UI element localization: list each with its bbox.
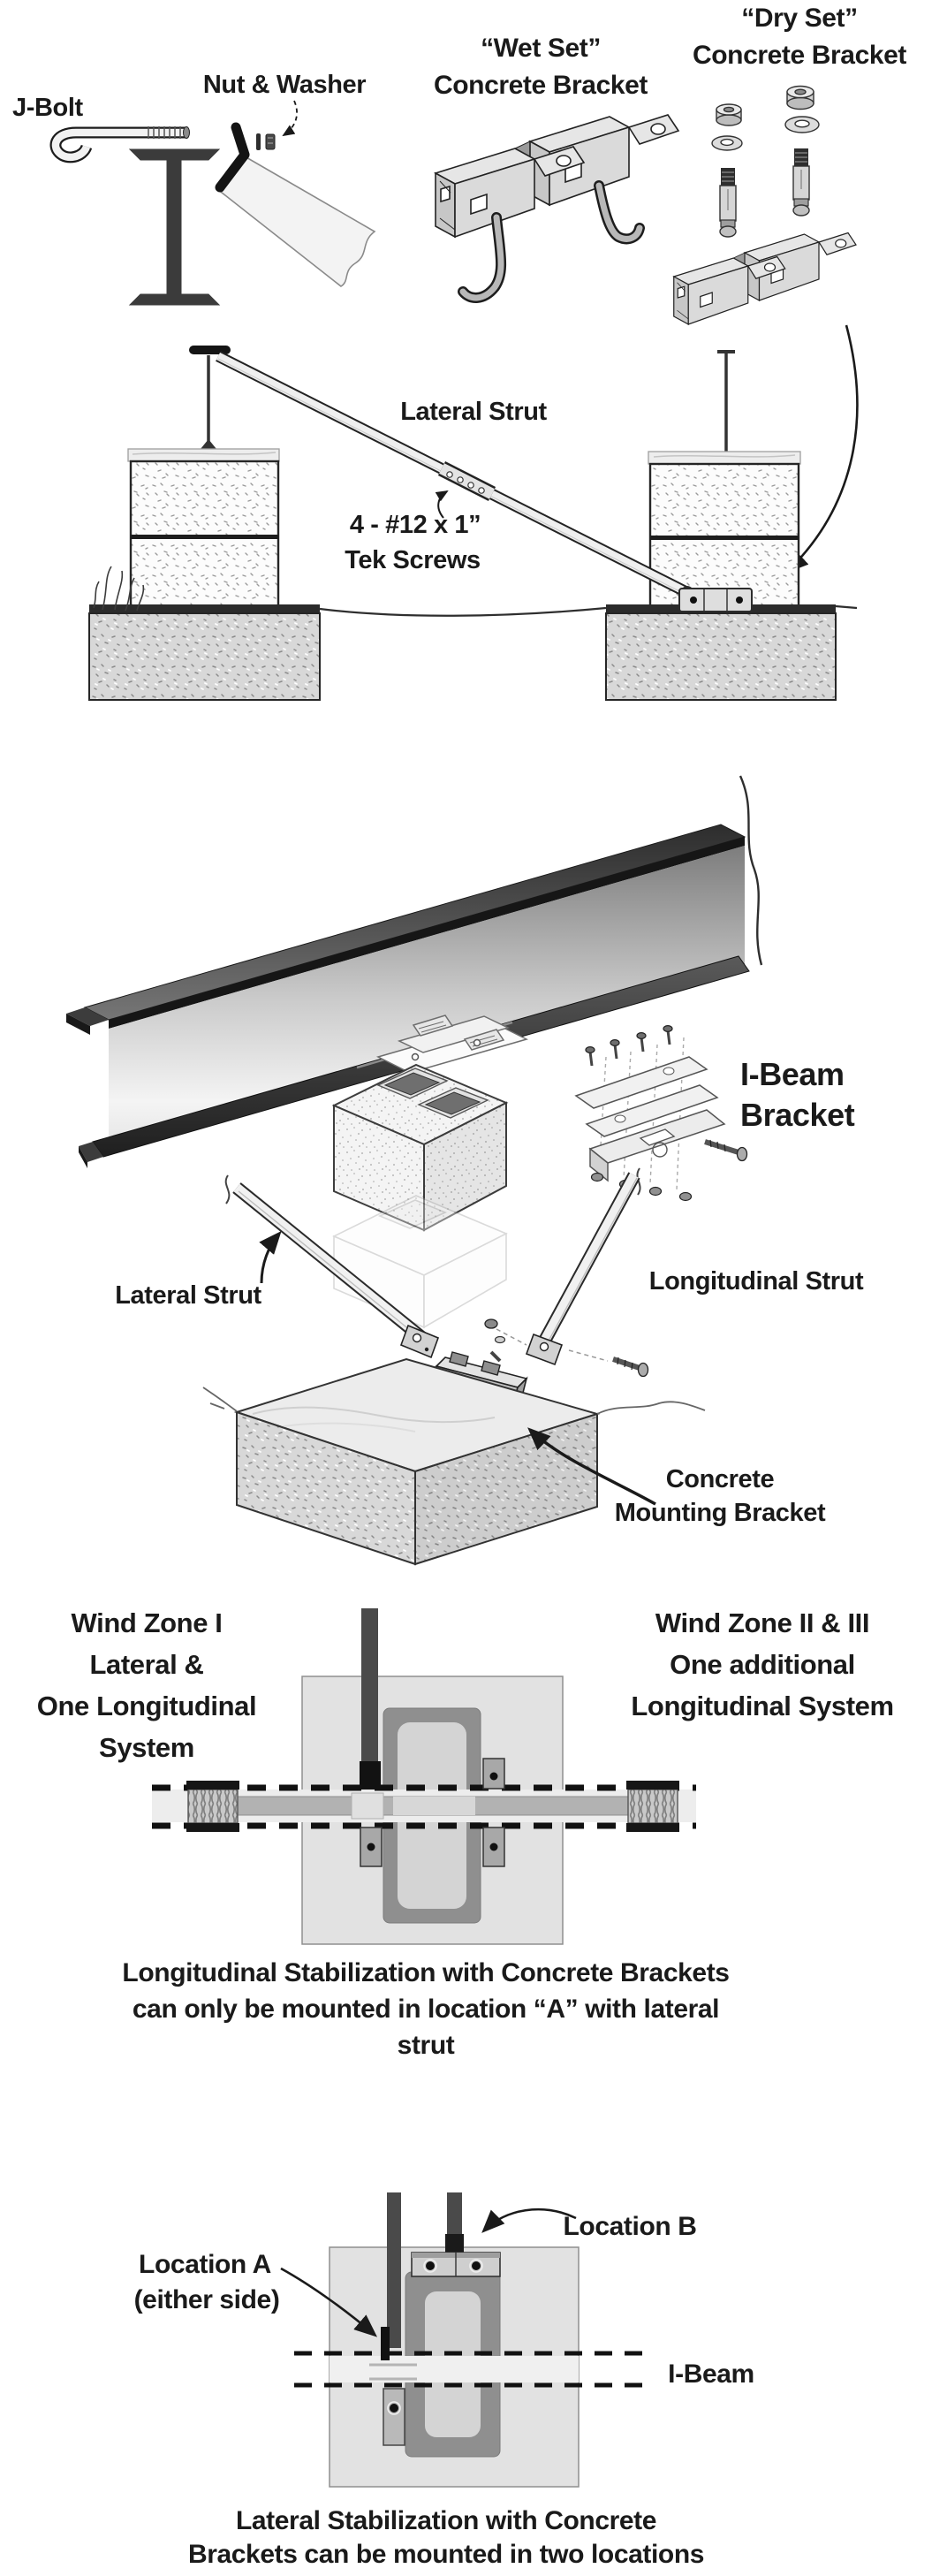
dry-set-label-line1: “Dry Set” <box>741 4 858 33</box>
wet-set-bracket-illustration <box>458 180 645 303</box>
concrete-mounting-bracket-label-line2: Mounting Bracket <box>614 1499 826 1527</box>
exploded-ibeam-bracket <box>574 1024 748 1202</box>
right-pier <box>648 350 801 613</box>
wind-zone-right-line1: Wind Zone II & III <box>655 1607 870 1638</box>
dry-set-bracket <box>673 232 857 325</box>
vertical-strut-plan <box>361 1608 378 1790</box>
ibeam-bracket-label-line2: Bracket <box>740 1097 855 1133</box>
longitudinal-caption-line2: can only be mounted in location “A” with… <box>132 1995 720 2024</box>
ground-line <box>319 606 607 617</box>
wind-zone-right-line2: One additional <box>670 1649 855 1680</box>
ghost-block-reflection <box>332 1195 508 1329</box>
dry-set-leader-arrow <box>785 324 859 574</box>
wet-set-label-line1: “Wet Set” <box>481 34 601 63</box>
threaded-strut-end-right <box>626 1781 679 1832</box>
installed-ibeam-bracket <box>356 1014 529 1074</box>
bolt-brackets <box>360 1758 505 1867</box>
wind-zone-left-line3: One Longitudinal <box>36 1691 257 1721</box>
hex-nut <box>716 103 742 126</box>
right-footing <box>605 604 837 701</box>
longitudinal-strut-label: Longitudinal Strut <box>648 1267 864 1296</box>
screws <box>585 1024 673 1067</box>
wedge-anchor-bolt <box>792 148 810 217</box>
location-b-bracket-plate <box>411 2252 501 2277</box>
ibeam-assembly-diagram <box>66 775 763 1566</box>
j-bolt-illustration <box>49 126 190 163</box>
lateral-strut-leader-arrow <box>259 1230 282 1284</box>
tek-screws-leader-arrow <box>435 490 449 519</box>
hex-nut <box>786 85 814 110</box>
grass-tufts <box>93 566 145 612</box>
wind-zone-left-line2: Lateral & <box>89 1649 204 1680</box>
beam-flange-ticks <box>369 2363 417 2381</box>
concrete-footing-3d <box>202 1357 706 1566</box>
nut-washer-label: Nut & Washer <box>202 71 367 99</box>
lateral-strut-label-elevation: Lateral Strut <box>400 398 547 426</box>
nut-washer-leader-arrow <box>282 100 298 137</box>
cinder-block <box>331 1063 509 1232</box>
lateral-strut-plan <box>387 2192 401 2348</box>
longitudinal-caption-line3: strut <box>397 2031 455 2060</box>
j-bolt-label: J-Bolt <box>12 94 83 122</box>
wind-zone-right-line3: Longitudinal System <box>631 1691 894 1721</box>
dry-set-label-line2: Concrete Bracket <box>692 41 907 70</box>
lateral-strut-3d <box>224 1174 440 1359</box>
washer <box>784 116 820 133</box>
concrete-mounting-bracket-label-line1: Concrete <box>665 1465 775 1493</box>
base-mounting-bracket <box>678 586 753 612</box>
concrete-bracket-pair <box>433 114 680 239</box>
washer <box>711 135 743 151</box>
wall-strut-with-nut-washer <box>215 100 376 287</box>
tek-screws-label-line1: 4 - #12 x 1” <box>349 511 481 539</box>
longitudinal-strut-3d <box>525 1167 641 1366</box>
longitudinal-plan-diagram <box>152 1608 696 1945</box>
location-a-bracket <box>360 1761 381 1790</box>
location-a-bracket <box>381 2327 390 2360</box>
beam-dashed-lines <box>152 1784 696 1829</box>
ibeam-label-plan: I-Beam <box>668 2359 754 2389</box>
location-b-strut-stub <box>447 2192 462 2237</box>
location-b-leader-arrow <box>481 2207 577 2233</box>
wind-zone-left-line4: System <box>99 1732 194 1763</box>
mounting-bracket-leader-arrow <box>527 1427 656 1506</box>
wedge-anchor-bolt <box>719 168 737 238</box>
location-a-leader-arrow <box>280 2267 378 2337</box>
lateral-plan-diagram <box>280 2192 645 2488</box>
dry-set-hardware-illustration <box>673 85 859 574</box>
threaded-strut-end-left <box>186 1781 239 1832</box>
location-a-label-line2: (either side) <box>133 2285 280 2314</box>
lateral-strut-label-assembly: Lateral Strut <box>115 1281 261 1310</box>
location-b-label: Location B <box>563 2212 697 2241</box>
ibeam-cross-section <box>128 148 221 306</box>
beam-break-line <box>739 775 763 966</box>
longitudinal-caption-line1: Longitudinal Stabilization with Concrete… <box>122 1958 730 1987</box>
location-a-label-line1: Location A <box>139 2250 271 2279</box>
ibeam-bracket-label-line1: I-Beam <box>740 1056 845 1092</box>
lateral-caption-line1: Lateral Stabilization with Concrete <box>235 2506 657 2535</box>
beam-zone-band <box>330 2356 579 2382</box>
lateral-strut-elevation <box>216 351 691 598</box>
lateral-caption-line2: Brackets can be mounted in two locations <box>187 2540 705 2569</box>
wind-zone-left-line1: Wind Zone I <box>71 1607 223 1638</box>
left-pier <box>127 346 280 613</box>
pier-elevation-diagram <box>88 346 858 701</box>
tek-screws-label-line2: Tek Screws <box>345 546 481 574</box>
left-footing <box>88 604 321 701</box>
wet-set-label-line2: Concrete Bracket <box>433 71 648 100</box>
lower-bolt-plate <box>383 2388 405 2446</box>
